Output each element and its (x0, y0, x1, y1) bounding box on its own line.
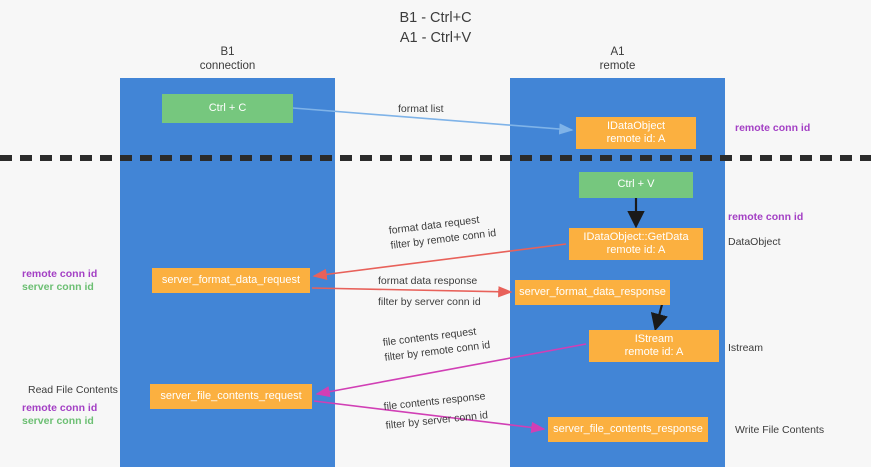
edge-label-file-contents-response: file contents response filter by server … (383, 389, 489, 434)
title-line-1: B1 - Ctrl+C (399, 10, 472, 26)
annotation-istream: Istream (728, 342, 763, 355)
edge-label-fcreq-filter-prefix: filter by (383, 347, 422, 364)
annotation-left-server-conn-id-1: server conn id (22, 281, 94, 293)
annotation-left-remote-conn-id-2: remote conn id (22, 402, 98, 414)
node-server-format-data-response-label: server_format_data_response (519, 285, 666, 298)
node-istream-sublabel: remote id: A (624, 346, 684, 358)
node-istream[interactable]: IStream remote id: A (589, 330, 719, 362)
title-line-2: A1 - Ctrl+V (399, 30, 472, 46)
annotation-istream-text: Istream (728, 342, 764, 354)
edge-label-format-list-text: format list (398, 103, 444, 115)
node-server-format-data-response[interactable]: server_format_data_response (515, 280, 670, 305)
node-ctrl-v[interactable]: Ctrl + V (579, 172, 693, 198)
lane-header-a1: A1 remote (510, 45, 725, 73)
edge-label-file-contents-request: file contents request filter by remote c… (382, 323, 491, 366)
node-getdata-sublabel: remote id: A (606, 244, 666, 256)
annotation-dataobject-text: DataObject (728, 236, 781, 248)
annotation-remote-conn-id-mid: remote conn id (728, 211, 803, 224)
annotation-left-conn-ids-bottom: remote conn id server conn id (22, 402, 97, 428)
annotation-remote-conn-id-mid-text: remote conn id (728, 211, 804, 223)
node-server-file-contents-response-label: server_file_contents_response (553, 422, 703, 435)
node-idataobject[interactable]: IDataObject remote id: A (576, 117, 696, 149)
node-ctrl-v-label: Ctrl + V (617, 178, 655, 191)
node-server-format-data-request[interactable]: server_format_data_request (152, 268, 310, 293)
edge-label-fdres-filter-key: server conn id (414, 296, 481, 308)
node-getdata-label: IDataObject::GetData (583, 230, 689, 243)
annotation-remote-conn-id-top: remote conn id (735, 122, 810, 135)
node-server-file-contents-request[interactable]: server_file_contents_request (150, 384, 312, 409)
node-idataobject-label: IDataObject (606, 119, 666, 132)
lane-header-b1-name: B1 (220, 46, 235, 58)
node-server-file-contents-response[interactable]: server_file_contents_response (548, 417, 708, 442)
annotation-read-file-contents-text: Read File Contents (28, 384, 118, 396)
annotation-left-remote-conn-id-1: remote conn id (22, 268, 98, 280)
annotation-read-file-contents: Read File Contents (28, 384, 118, 397)
annotation-left-conn-ids-top: remote conn id server conn id (22, 268, 97, 294)
edge-label-fdres-filter-prefix: filter by (378, 296, 415, 308)
edge-label-fcres-filter-prefix: filter by (385, 416, 423, 432)
node-ctrl-c-label: Ctrl + C (208, 101, 247, 114)
lane-header-a1-name: A1 (610, 46, 625, 58)
edge-label-format-list: format list (398, 103, 444, 116)
node-istream-label: IStream (634, 332, 674, 345)
node-server-format-data-request-label: server_format_data_request (161, 273, 301, 286)
phase-divider (0, 155, 871, 161)
node-ctrl-c[interactable]: Ctrl + C (162, 94, 293, 123)
node-idataobject-sublabel: remote id: A (606, 133, 666, 145)
edge-label-format-data-response: format data response filter by server co… (378, 274, 481, 310)
edge-label-format-data-response-text: format data response (378, 275, 478, 287)
lane-header-b1-role: connection (199, 60, 256, 72)
node-idataobject-getdata[interactable]: IDataObject::GetData remote id: A (569, 228, 703, 260)
lane-header-a1-role: remote (599, 60, 636, 72)
lane-header-b1: B1 connection (120, 45, 335, 73)
edge-label-fcres-filter-key: server conn id (421, 409, 489, 428)
node-server-file-contents-request-label: server_file_contents_request (160, 389, 302, 402)
annotation-left-server-conn-id-2: server conn id (22, 415, 94, 427)
diagram-title: B1 - Ctrl+C A1 - Ctrl+V (0, 8, 871, 48)
annotation-write-file-contents-text: Write File Contents (735, 424, 825, 436)
edge-label-fdreq-filter-prefix: filter by (389, 235, 428, 252)
annotation-dataobject: DataObject (728, 236, 781, 249)
edge-label-format-data-request: format data request filter by remote con… (388, 211, 497, 254)
annotation-write-file-contents: Write File Contents (735, 424, 824, 437)
annotation-remote-conn-id-top-text: remote conn id (735, 122, 811, 134)
